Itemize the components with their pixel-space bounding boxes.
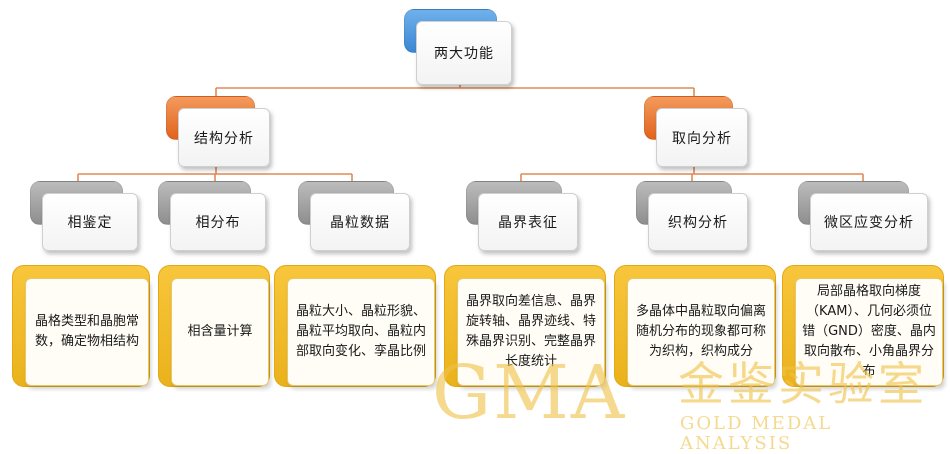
description-text: 多晶体中晶粒取向偏离随机分布的现象都可称为织构，织构成分 xyxy=(627,278,775,386)
leaf-node-label: 晶界表征 xyxy=(478,193,578,251)
description-text: 晶界取向差信息、晶界旋转轴、晶界迹线、特殊晶界识别、完整晶界长度统计 xyxy=(457,278,605,386)
root-node: 两大功能 xyxy=(404,9,512,85)
branch-node-structure-analysis: 结构分析 xyxy=(166,96,270,167)
leaf-node-label: 相分布 xyxy=(170,193,266,251)
leaf-node-grain-data: 晶粒数据 xyxy=(298,181,410,251)
branch-node-orientation-analysis: 取向分析 xyxy=(644,96,748,167)
connector-lines xyxy=(77,85,864,181)
leaf-node-texture-analysis: 织构分析 xyxy=(636,181,748,251)
branch-node-label: 结构分析 xyxy=(178,108,270,167)
leaf-node-micro-strain: 微区应变分析 xyxy=(798,181,928,251)
description-card-phase-identification: 晶格类型和晶胞常数，确定物相结构 xyxy=(12,265,150,387)
description-text: 局部晶格取向梯度（KAM）、几何必须位错（GND）密度、晶内取向散布、小角晶界分… xyxy=(795,278,943,386)
leaf-node-label: 相鉴定 xyxy=(42,193,138,251)
leaf-node-label: 晶粒数据 xyxy=(310,193,410,251)
description-card-phase-distribution: 相含量计算 xyxy=(158,265,270,387)
root-node-label: 两大功能 xyxy=(416,21,512,85)
branch-node-label: 取向分析 xyxy=(656,108,748,167)
leaf-node-phase-identification: 相鉴定 xyxy=(30,181,138,251)
description-text: 晶格类型和晶胞常数，确定物相结构 xyxy=(25,278,149,386)
leaf-node-label: 织构分析 xyxy=(648,193,748,251)
description-card-grain-data: 晶粒大小、晶粒形貌、晶粒平均取向、晶粒内部取向变化、孪晶比例 xyxy=(274,265,436,387)
leaf-node-grain-boundary: 晶界表征 xyxy=(466,181,578,251)
description-card-grain-boundary: 晶界取向差信息、晶界旋转轴、晶界迹线、特殊晶界识别、完整晶界长度统计 xyxy=(444,265,606,387)
diagram: 两大功能 结构分析 取向分析 相鉴定 相分布 晶粒数据 晶界表征 织构分析 微区… xyxy=(12,9,944,454)
leaf-node-label: 微区应变分析 xyxy=(810,193,928,251)
description-card-texture-analysis: 多晶体中晶粒取向偏离随机分布的现象都可称为织构，织构成分 xyxy=(614,265,776,387)
description-card-micro-strain: 局部晶格取向梯度（KAM）、几何必须位错（GND）密度、晶内取向散布、小角晶界分… xyxy=(782,265,944,387)
description-text: 相含量计算 xyxy=(171,278,269,386)
description-text: 晶粒大小、晶粒形貌、晶粒平均取向、晶粒内部取向变化、孪晶比例 xyxy=(287,278,435,386)
leaf-node-phase-distribution: 相分布 xyxy=(158,181,266,251)
